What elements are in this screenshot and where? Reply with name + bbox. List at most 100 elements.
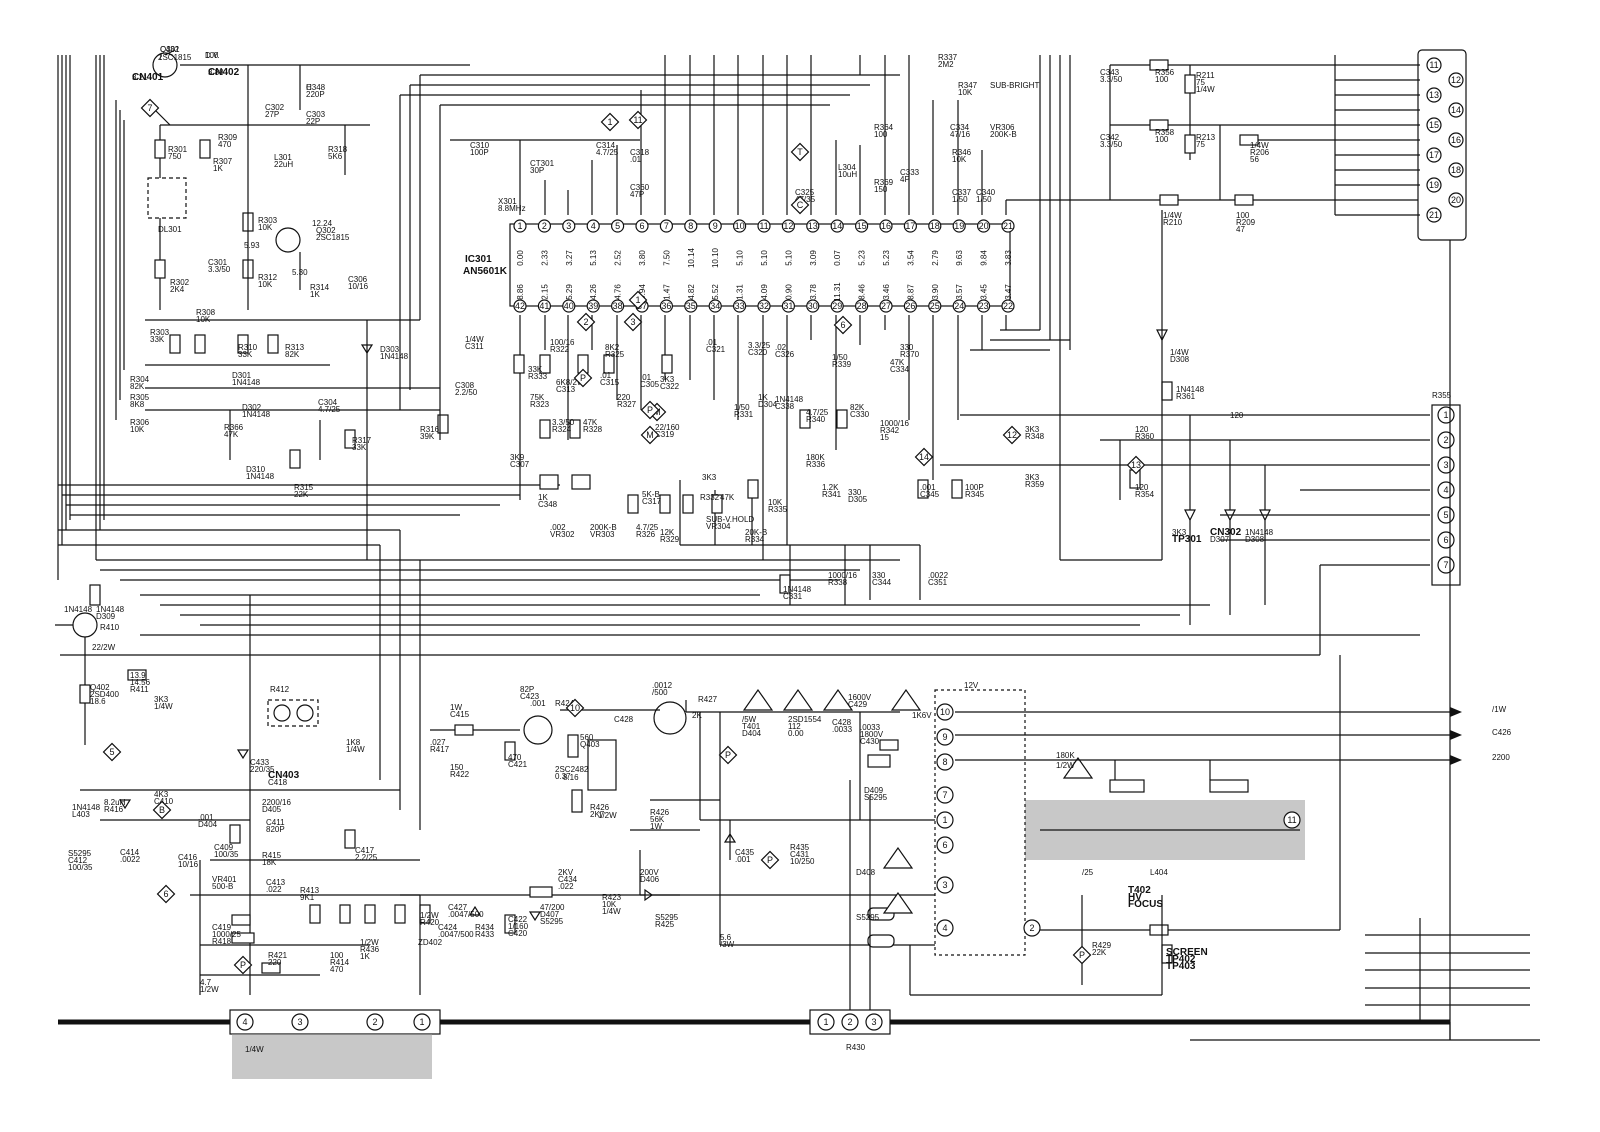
q402-section (55, 584, 147, 745)
component-label: .027 (430, 738, 446, 747)
component-label: 2SD1554 (788, 715, 822, 724)
component-label: R420 (420, 918, 440, 927)
component-label: 1/4W (154, 702, 173, 711)
component-label: S5295 (68, 849, 92, 858)
component-label: D407 (540, 910, 560, 919)
ic-pin-voltage: 10.14 (687, 247, 696, 268)
component-label: D304 (758, 400, 778, 409)
ic-pin-number: 13 (808, 221, 818, 231)
component-label: 220 (268, 958, 282, 967)
component-label: R424 (555, 699, 575, 708)
component-label: R410 (100, 623, 120, 632)
component-label: R206 (1250, 148, 1270, 157)
component-label: 120 (1135, 425, 1149, 434)
component-label: H (306, 83, 312, 92)
fbt-pin-circle (936, 836, 954, 854)
component-label: 33K (238, 350, 253, 359)
component-label: R430 (846, 1043, 866, 1052)
tag-label: 10 (570, 703, 580, 713)
component-label: R413 (300, 886, 320, 895)
ic-pin-number: 42 (515, 301, 525, 311)
tag-diamond (833, 315, 853, 335)
component-label: C345 (920, 490, 940, 499)
component-label: /25 (1082, 868, 1094, 877)
component-label: .0047/500 (438, 930, 474, 939)
component-label: 47K (224, 430, 239, 439)
component-label: 1K8 (346, 738, 361, 747)
component-label: 10/250 (790, 857, 815, 866)
component-label: TP301 (1172, 534, 1202, 545)
component-label: 22/160 (655, 423, 680, 432)
ic-pin-number: 6 (639, 221, 644, 231)
component-label: 1/4W (1170, 348, 1189, 357)
fbt-pin-number: 8 (942, 757, 947, 767)
component-label: R427 (698, 695, 718, 704)
component-label: C301 (208, 258, 228, 267)
ic-pin-circle (928, 219, 942, 233)
ic-pin-circle (732, 219, 747, 233)
component-label: .0022 (120, 855, 141, 864)
component-label: C337 (952, 188, 972, 197)
component-label: DL301 (158, 225, 182, 234)
component-label: R314 (310, 283, 330, 292)
component-label: R354 (1135, 490, 1155, 499)
tag-diamond (790, 195, 810, 215)
component-label: R338 (828, 578, 848, 587)
component-label: T401 (742, 722, 761, 731)
component-label: VR303 (590, 530, 615, 539)
component-label: 2.2/25 (355, 853, 378, 862)
component-label: 5.6 (720, 933, 732, 942)
horizontal-bus-lines (58, 484, 1420, 995)
table-lines (1365, 918, 1530, 1022)
component-label: VR306 (990, 123, 1015, 132)
ic-pin-circle (537, 299, 552, 313)
component-label: C430 (860, 737, 880, 746)
fbt-pin-number: 3 (942, 880, 947, 890)
tag-diamond (628, 110, 648, 130)
tag-label: T (797, 147, 803, 157)
tag-label: P (240, 960, 246, 970)
tag-diamond (628, 290, 648, 310)
component-label: C313 (556, 385, 576, 394)
component-label: 10/16 (178, 860, 199, 869)
ic-pin-number: 23 (979, 301, 989, 311)
component-label: 750 (168, 152, 182, 161)
component-label: C411 (266, 818, 285, 827)
ic-pin-circle (757, 299, 771, 313)
component-label: 1K (360, 952, 370, 961)
component-label: 1N4148 (1176, 385, 1205, 394)
component-label: SUB-V.HOLD (706, 515, 754, 524)
component-label: D305 (848, 495, 868, 504)
ic-pin-circle (903, 299, 918, 313)
component-label: 1 (158, 53, 163, 62)
cn401-pin-circle (291, 1013, 309, 1031)
component-label: D.Y. (205, 51, 220, 60)
component-label: 200K-B (590, 523, 617, 532)
ic-pin-voltage: 3.80 (638, 250, 647, 266)
component-label: R306 (130, 418, 150, 427)
component-label: VR401 (212, 875, 237, 884)
component-label: 1K6V (912, 711, 932, 720)
component-label: R341 (822, 490, 842, 499)
cn302-pin-number: 5 (1443, 510, 1448, 520)
component-label: R318 (328, 145, 348, 154)
component-label: .01 (706, 338, 718, 347)
component-label: C307 (510, 460, 530, 469)
ic-pin-voltage: 8.46 (858, 284, 867, 300)
component-label: 1/50 (976, 195, 992, 204)
component-label: R359 (1025, 480, 1045, 489)
component-label: S5295 (540, 917, 564, 926)
component-label: .0033 (860, 723, 881, 732)
test-point-tags: 7132111TCPMPM6121314105B6PPPP (102, 98, 1146, 975)
component-label: R346 (952, 148, 972, 157)
component-label: 3K3 (154, 695, 169, 704)
component-label: R366 (224, 423, 244, 432)
component-label: R309 (218, 133, 238, 142)
component-label: R356 (1155, 68, 1175, 77)
component-label: 330 (848, 488, 862, 497)
component-label: R415 (262, 851, 282, 860)
ic-pin-circle (976, 219, 991, 233)
component-label: 3K3 (660, 375, 675, 384)
tag-label: P (725, 750, 731, 760)
